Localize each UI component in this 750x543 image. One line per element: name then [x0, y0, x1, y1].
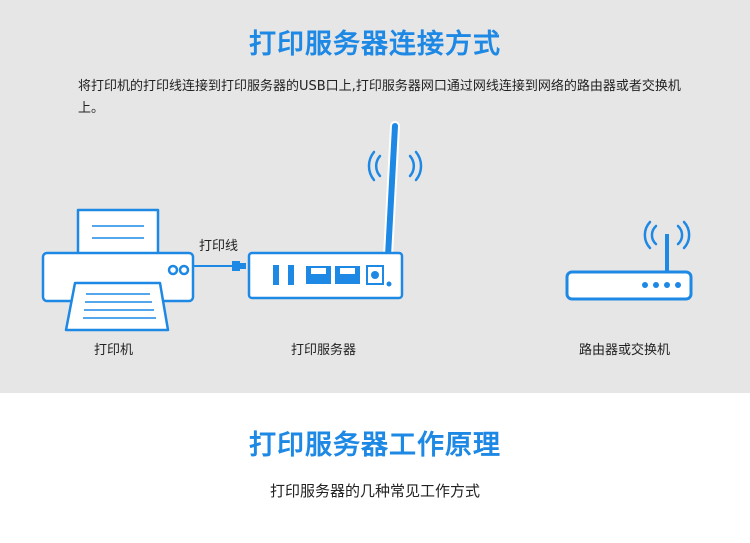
principle-title: 打印服务器工作原理	[249, 430, 501, 461]
principle-subtitle: 打印服务器的几种常见工作方式	[269, 482, 480, 500]
router-label: 路由器或交换机	[579, 343, 671, 358]
print-server-icon	[247, 121, 423, 300]
print-server-label: 打印服务器	[291, 343, 357, 358]
printer-cable	[193, 261, 246, 271]
printer-label: 打印机	[94, 343, 134, 358]
router-icon	[565, 220, 693, 301]
cable-label: 打印线	[199, 239, 239, 254]
connection-description: 将打印机的打印线连接到打印服务器的USB口上,打印服务器网口通过网线连接到网络的…	[78, 79, 681, 116]
connection-diagram	[41, 121, 693, 332]
connection-title: 打印服务器连接方式	[249, 29, 501, 60]
printer-icon	[41, 208, 195, 332]
